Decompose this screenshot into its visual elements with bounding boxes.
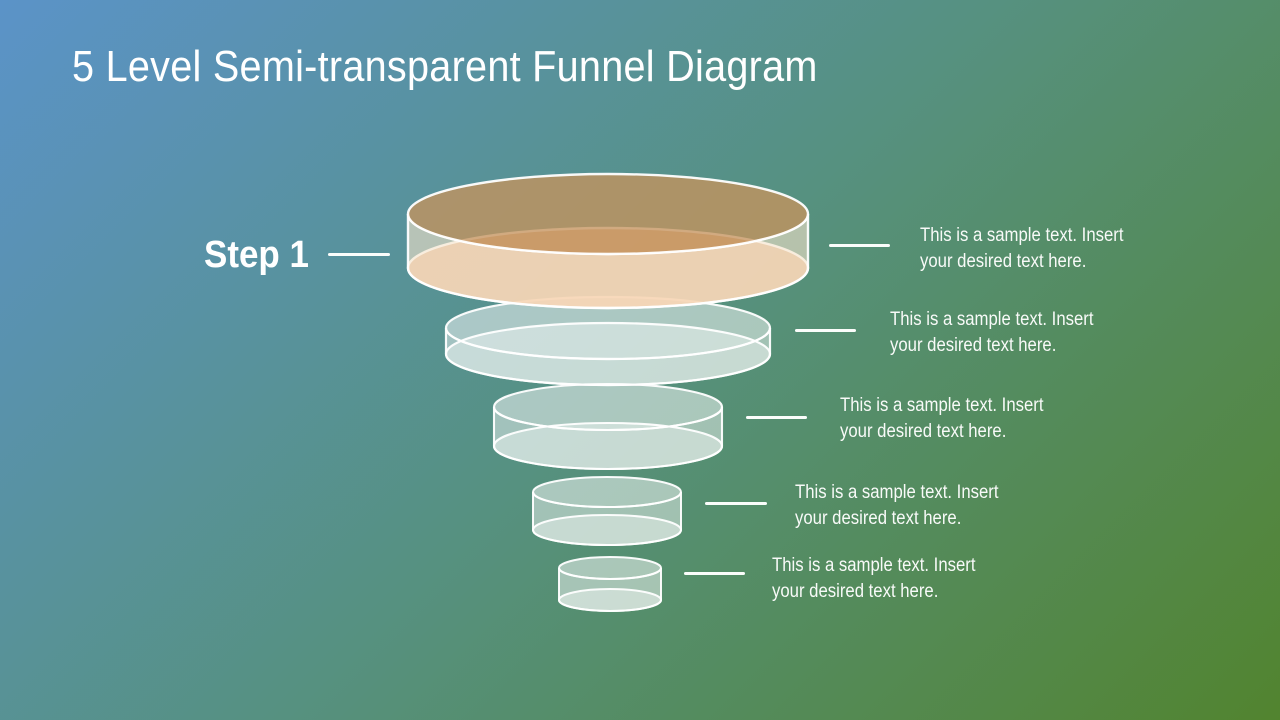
annotation-2-line-1: This is a sample text. Insert	[890, 309, 1094, 330]
annotation-1-line-2: your desired text here.	[920, 250, 1087, 272]
annotation-4-connector-line	[705, 502, 767, 505]
annotation-4-line-1: This is a sample text. Insert	[795, 482, 999, 503]
annotation-5-text: This is a sample text. Insert your desir…	[772, 553, 1010, 604]
annotation-4-text: This is a sample text. Insert your desir…	[795, 480, 1033, 531]
annotation-5-line-1: This is a sample text. Insert	[772, 555, 976, 576]
annotation-1-connector-line	[829, 244, 890, 247]
step-1-connector-line	[328, 253, 390, 256]
funnel-level-5	[558, 556, 662, 612]
annotation-3-connector-line	[746, 416, 807, 419]
annotation-5-connector-line	[684, 572, 745, 575]
annotation-2-connector-line	[795, 329, 856, 332]
funnel-level-1-top-face	[406, 172, 810, 256]
funnel-level-3-top-face	[492, 382, 724, 432]
step-1-label: Step 1	[204, 234, 309, 276]
annotation-1-text: This is a sample text. Insert your desir…	[920, 223, 1158, 274]
annotation-5-line-2: your desired text here.	[772, 580, 939, 602]
funnel-level-1	[406, 172, 810, 310]
annotation-1-line-1: This is a sample text. Insert	[920, 225, 1124, 246]
annotation-3-text: This is a sample text. Insert your desir…	[840, 393, 1078, 444]
funnel-level-5-top-face	[558, 556, 662, 580]
annotation-2-line-2: your desired text here.	[890, 334, 1057, 356]
annotation-3-line-2: your desired text here.	[840, 420, 1007, 442]
funnel-level-4	[532, 476, 682, 546]
slide-title: 5 Level Semi-transparent Funnel Diagram	[72, 42, 818, 91]
funnel-level-3	[492, 382, 724, 471]
annotation-4-line-2: your desired text here.	[795, 507, 962, 529]
annotation-3-line-1: This is a sample text. Insert	[840, 395, 1044, 416]
funnel-level-4-top-face	[532, 476, 682, 508]
annotation-2-text: This is a sample text. Insert your desir…	[890, 307, 1128, 358]
funnel-level-2	[444, 295, 772, 387]
